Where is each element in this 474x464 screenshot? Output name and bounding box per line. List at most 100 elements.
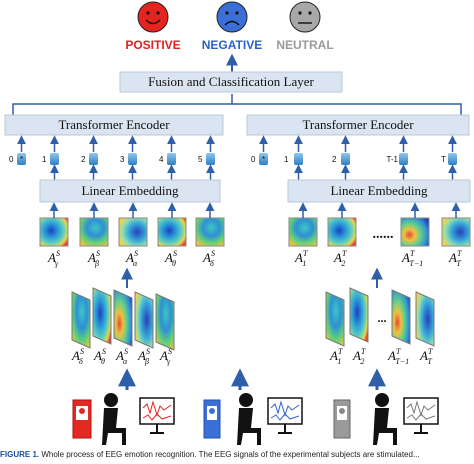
positive-face-icon [137,1,169,33]
right-map-1 [288,217,318,247]
right-map-2 [327,217,357,247]
left-transformer-encoder-box [4,114,224,136]
right-token-index: T [441,155,446,164]
negative-face-icon [216,1,248,33]
fusion-layer-label: Fusion and Classification Layer [148,74,314,89]
right-map-t-minus-1 [400,217,430,247]
left-token-index: 2 [81,155,86,164]
left-token-index: 1 [42,155,47,164]
right-transformer-encoder-label: Transformer Encoder [302,117,414,132]
right-patch-token [448,153,457,165]
left-patch-token [128,153,137,165]
eeg-monitor-icon [267,397,303,434]
right-linear-embedding-box [287,179,471,203]
left-stack-slice [113,289,133,347]
right-token-index: 1 [284,155,289,164]
left-token-index: 0 [9,155,14,164]
right-cls-symbol: * [262,155,265,164]
right-stack-slice [391,289,411,345]
right-patch-token [341,153,350,165]
eeg-monitor-icon [139,397,175,434]
left-map-theta [157,217,187,247]
left-fusion-connector [12,94,233,118]
negative-stimulus-scene [203,393,303,445]
right-patch-token [399,153,408,165]
right-token-index: 0 [251,155,256,164]
left-stack-slice [134,291,154,349]
left-stack-slice [155,293,175,351]
eeg-monitor-icon [403,397,439,434]
left-feature-stack [71,287,175,351]
left-patch-token [206,153,215,165]
right-cls-token [259,153,268,165]
right-transformer-encoder-box [246,114,470,136]
left-transformer-encoder-label: Transformer Encoder [58,117,170,132]
positive-label: POSITIVE [125,38,180,52]
positive-stimulus-scene [72,393,175,445]
right-patch-token [294,153,303,165]
right-token-index: 2 [332,155,337,164]
neutral-label: NEUTRAL [276,38,333,52]
right-feature-stack: ... [325,287,435,347]
left-linear-embedding-label: Linear Embedding [81,183,179,198]
right-token-index: T-1 [386,155,398,164]
right-linear-embedding-label: Linear Embedding [330,183,428,198]
left-token-row: 0 * 1 2 3 4 5 [9,135,215,180]
left-map-row [39,202,225,247]
left-stack-slice [92,287,112,345]
right-map-t [441,217,471,247]
left-patch-token [167,153,176,165]
figure-caption-label: FIGURE 1. [0,450,40,459]
left-linear-embedding-box [39,179,221,203]
right-stack-slice [325,291,345,347]
subject-person-icon [373,393,397,445]
fusion-layer-box [119,71,343,93]
left-map-alpha [118,217,148,247]
right-stack-ellipsis: ... [378,311,387,325]
left-map-delta [195,217,225,247]
left-patch-token [89,153,98,165]
neutral-stimulus-scene [333,393,439,445]
neutral-face-icon [289,1,321,33]
left-map-beta [79,217,109,247]
negative-label: NEGATIVE [202,38,262,52]
left-cls-token [17,153,26,165]
subject-person-icon [102,393,126,445]
left-stack-slice [71,291,91,349]
right-map-ellipsis: ...... [373,227,394,242]
subject-person-icon [237,393,261,445]
right-token-row: 0 * 1 2 T-1 T [251,135,457,180]
left-cls-symbol: * [20,155,23,164]
right-stack-slice [415,291,435,347]
right-map-row: ...... [288,202,471,247]
right-stack-slice [349,287,369,343]
left-map-gamma [39,217,69,247]
left-token-index: 3 [120,155,125,164]
figure-caption-text: Whole process of EEG emotion recognition… [41,450,420,459]
left-token-index: 4 [159,155,164,164]
left-token-index: 5 [198,155,203,164]
figure-caption: FIGURE 1. Whole process of EEG emotion r… [0,450,474,464]
